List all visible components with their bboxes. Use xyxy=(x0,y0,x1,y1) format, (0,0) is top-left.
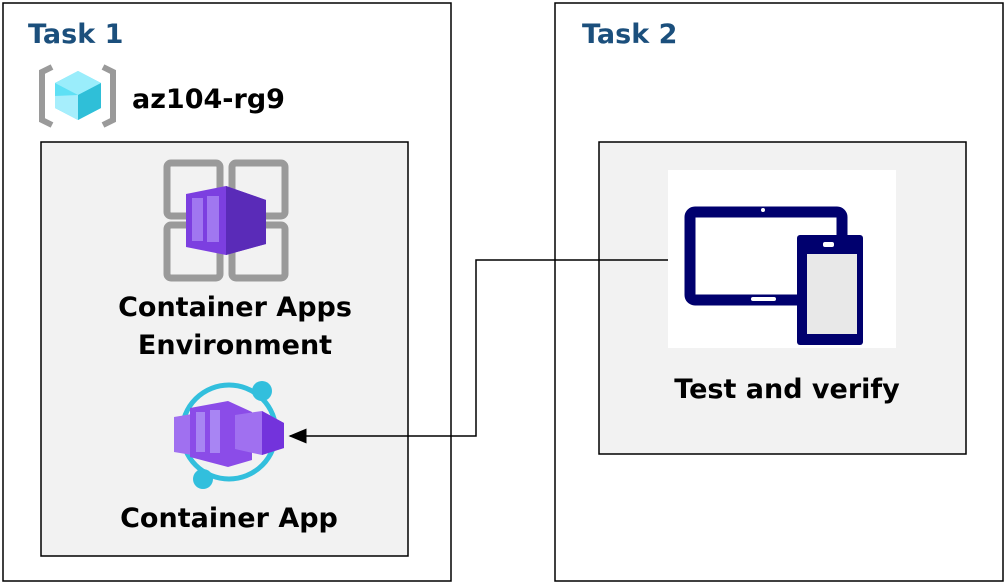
environment-label-line1: Container Apps xyxy=(118,292,352,323)
connector-arrow xyxy=(288,259,668,444)
tablet-phone-icon xyxy=(684,206,863,345)
task2-title: Task 2 xyxy=(582,19,677,50)
resource-group-icon xyxy=(39,64,116,128)
test-label: Test and verify xyxy=(674,374,900,405)
container-app-icon xyxy=(174,381,284,489)
environment-label-line2: Environment xyxy=(138,330,332,361)
task1-title: Task 1 xyxy=(28,19,123,50)
container-app-label: Container App xyxy=(120,503,338,534)
container-apps-environment-icon xyxy=(163,159,289,282)
resource-group-label: az104-rg9 xyxy=(132,84,285,115)
